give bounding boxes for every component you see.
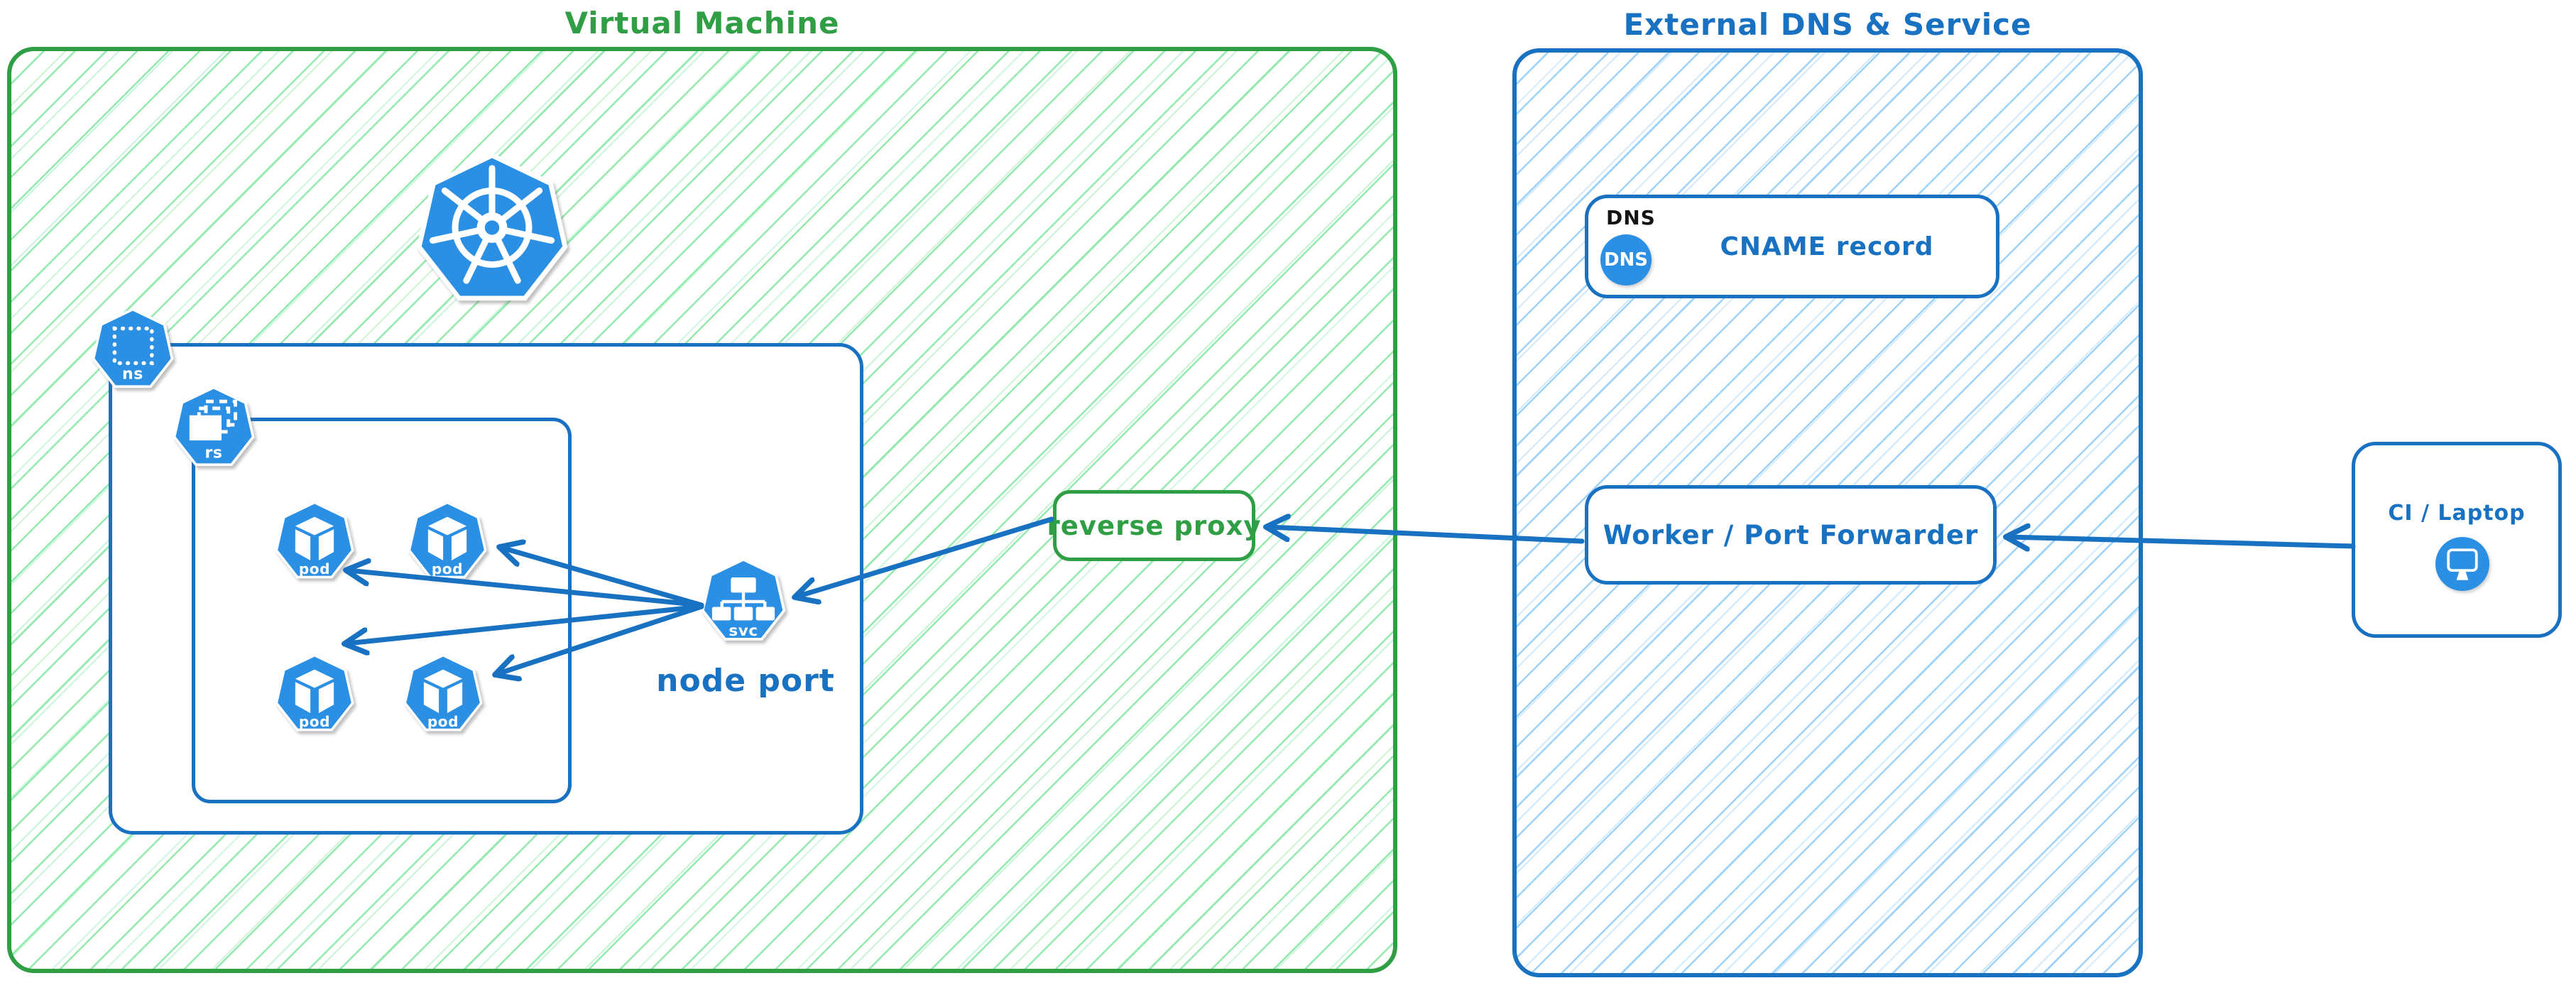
pod-icon-top-right: pod (408, 501, 487, 579)
reverse-proxy-label: reverse proxy (1047, 510, 1262, 541)
rs-icon-label: rs (204, 444, 222, 462)
arrow-svc-to-pod-top-right (501, 548, 704, 608)
arrow-worker-to-reverse-proxy (1268, 527, 1585, 544)
dns-badge: DNS (1600, 234, 1652, 286)
external-dns-service-title: External DNS & Service (1623, 7, 2032, 42)
service-svc-icon: svc (701, 558, 786, 641)
replicaset-box (192, 418, 572, 803)
node-port-label: node port (656, 662, 835, 699)
ns-icon-label: ns (122, 365, 143, 383)
pod-icon-top-left: pod (275, 501, 354, 579)
worker-port-forwarder-label: Worker / Port Forwarder (1603, 519, 1979, 550)
cname-record-box (1585, 195, 1999, 298)
replicaset-rs-icon: rs (173, 386, 255, 467)
pod-icon-bottom-left: pod (275, 653, 354, 732)
virtual-machine-title: Virtual Machine (564, 6, 840, 40)
svc-icon-label: svc (728, 622, 758, 640)
reverse-proxy-box (1053, 490, 1255, 561)
pod-icon-label: pod (432, 560, 463, 577)
arrow-svc-to-pod-top-left (348, 570, 704, 608)
arrow-ci-to-worker (2008, 537, 2356, 546)
pod-icon-label: pod (427, 713, 459, 730)
dns-tag-label: DNS (1606, 206, 1656, 229)
pod-icon-label: pod (299, 560, 330, 577)
arrow-svc-to-pod-bottom-right (497, 604, 704, 674)
pod-icon-bottom-right: pod (403, 653, 483, 732)
arrow-reverse-proxy-to-svc (797, 516, 1054, 597)
arrow-svc-to-pod-bottom-left (346, 604, 704, 643)
monitor-icon (2447, 548, 2478, 580)
kubernetes-logo-icon (416, 153, 568, 301)
ci-laptop-label: CI / Laptop (2388, 500, 2526, 526)
pod-icon-label: pod (299, 713, 330, 730)
dns-badge-label: DNS (1603, 249, 1649, 271)
cname-record-label: CNAME record (1720, 232, 1934, 261)
monitor-badge (2435, 537, 2489, 591)
worker-port-forwarder-box (1585, 485, 1997, 585)
namespace-ns-icon: ns (92, 308, 174, 389)
